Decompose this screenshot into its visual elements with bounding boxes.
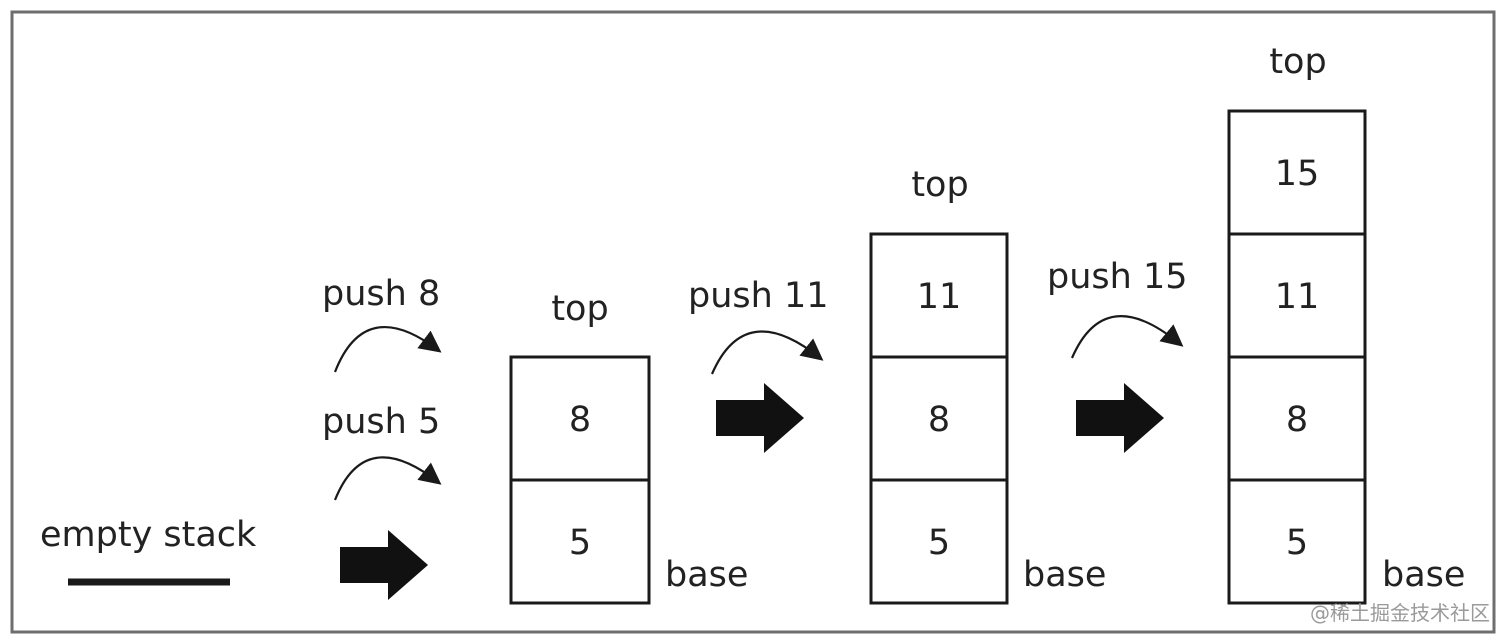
stack-3-value-2: 8 bbox=[1286, 400, 1308, 440]
stack-1-base-label: base bbox=[665, 555, 748, 595]
stack-2: 11 8 5 bbox=[869, 232, 1009, 605]
stack-2-cell-1 bbox=[869, 478, 1009, 605]
transition-arrow-1 bbox=[340, 530, 428, 600]
watermark: @稀土掘金技术社区 bbox=[1310, 601, 1490, 625]
transition-arrow-3 bbox=[1076, 383, 1164, 453]
push-11-label: push 11 bbox=[688, 276, 828, 316]
transition-arrow-2 bbox=[716, 383, 804, 453]
stack-1-cell-1 bbox=[509, 478, 651, 605]
stack-3: 15 11 8 5 bbox=[1227, 109, 1367, 605]
stack-2-base-label: base bbox=[1023, 555, 1106, 595]
push-8-label: push 8 bbox=[322, 274, 440, 314]
stack-1-value-1: 5 bbox=[569, 523, 591, 563]
stack-3-cell-1 bbox=[1227, 478, 1367, 605]
push-15-label: push 15 bbox=[1047, 257, 1187, 297]
stack-3-value-1: 5 bbox=[1286, 523, 1308, 563]
empty-stack-label: empty stack bbox=[40, 515, 257, 555]
stack-3-cell-2 bbox=[1227, 355, 1367, 482]
stack-3-value-4: 15 bbox=[1275, 154, 1320, 194]
stack-1-top-label: top bbox=[551, 289, 608, 329]
stack-3-cell-4 bbox=[1227, 109, 1367, 236]
stack-2-value-1: 5 bbox=[928, 523, 950, 563]
stack-2-value-2: 8 bbox=[928, 400, 950, 440]
push-11-curved-arrow bbox=[710, 330, 824, 375]
stack-3-top-label: top bbox=[1269, 42, 1326, 82]
stack-1-cell-2 bbox=[509, 355, 651, 482]
stack-3-base-label: base bbox=[1382, 555, 1465, 595]
push-8-curved-arrow bbox=[333, 326, 442, 373]
push-15-curved-arrow bbox=[1070, 315, 1184, 359]
stack-3-value-3: 11 bbox=[1275, 277, 1320, 317]
stack-1-value-2: 8 bbox=[569, 400, 591, 440]
stack-1: 8 5 bbox=[509, 355, 651, 605]
stack-2-top-label: top bbox=[911, 165, 968, 205]
push-5-curved-arrow bbox=[333, 456, 442, 501]
stack-2-value-3: 11 bbox=[917, 277, 962, 317]
push-5-label: push 5 bbox=[322, 402, 440, 442]
